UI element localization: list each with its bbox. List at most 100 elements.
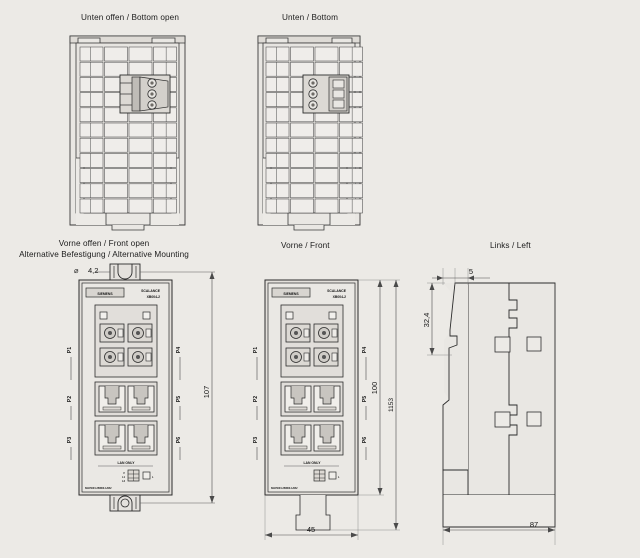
power-led-label-front-open: L	[152, 476, 154, 479]
vent-slot	[153, 153, 177, 168]
port-label-front-p5: P5	[362, 396, 368, 402]
rj45-port-p2	[98, 385, 126, 413]
fiber-port-front-p1b	[285, 347, 311, 367]
port-label-p4: P4	[176, 347, 182, 353]
dim-height-107: 107	[202, 386, 211, 399]
vent-slot	[339, 137, 363, 153]
vent-slot	[104, 168, 128, 183]
vent-slot	[128, 61, 153, 77]
vent-slot	[104, 61, 128, 77]
caption-front-open-line2: Alternative Befestigung / Alternative Mo…	[19, 250, 189, 259]
vent-slot	[153, 61, 177, 77]
fiber-port-p4a	[127, 323, 153, 343]
fiber-port-p1b	[99, 347, 125, 367]
fiber-port-p1a	[99, 323, 125, 343]
fiber-port-p4b	[127, 347, 153, 367]
view-bottom	[257, 35, 363, 231]
vent-slot	[104, 137, 128, 153]
mounting-bracket-top	[96, 263, 215, 281]
vent-slot	[314, 153, 339, 168]
vent-slot	[290, 153, 314, 168]
vent-slot	[265, 137, 290, 153]
vent-slot	[265, 168, 290, 183]
model-front-open: XB004-2	[147, 295, 160, 299]
vent-slot	[314, 198, 339, 214]
vent-slot	[104, 153, 128, 168]
rj45-port-p5	[127, 385, 155, 413]
dim-width-45: 45	[307, 525, 315, 534]
vent-slot	[290, 61, 314, 77]
view-bottom-open	[69, 35, 186, 231]
product-line-front: SCALANCE	[327, 289, 347, 293]
side-feature-square-3	[494, 411, 511, 428]
fiber-port-front-p4b	[313, 347, 339, 367]
fiber-port-front-p4a	[313, 323, 339, 343]
caption-front-open-line1: Vorne offen / Front open	[58, 239, 150, 248]
terminal-block-bottom	[302, 74, 350, 114]
port-label-front-p3: P3	[253, 437, 259, 443]
vent-slot	[290, 198, 314, 214]
vent-slot	[153, 168, 177, 183]
vent-slot	[339, 198, 363, 214]
rj45-port-p6	[127, 424, 155, 452]
vent-slot	[265, 46, 290, 62]
port-label-front-p2: P2	[253, 396, 259, 402]
vent-slot	[79, 107, 104, 123]
led-indicator-block-front: L	[313, 469, 340, 482]
caption-left: Links / Left	[490, 241, 531, 250]
vent-slot	[314, 168, 339, 183]
vent-slot	[290, 168, 314, 183]
vent-slot	[79, 46, 104, 62]
port-label-p3: P3	[67, 437, 73, 443]
mounting-bracket-bottom	[109, 494, 215, 512]
dim-height-100: 100	[370, 382, 379, 395]
vent-slot	[265, 77, 290, 92]
vent-slot	[339, 153, 363, 168]
vent-slot	[290, 46, 314, 62]
port-label-front-p6: P6	[362, 437, 368, 443]
vent-slot	[128, 153, 153, 168]
side-feature-square-4	[526, 411, 542, 427]
vent-slot	[153, 183, 177, 199]
side-feature-square-2	[526, 336, 542, 352]
vent-slot	[339, 168, 363, 183]
port-label-p2: P2	[67, 396, 73, 402]
view-front: SIEMENS SCALANCE XB004-2	[253, 279, 400, 540]
vent-slot	[79, 122, 104, 138]
brand-logo-front: SIEMENS	[283, 292, 299, 296]
led-label-l2: L2	[122, 480, 126, 483]
vent-slot	[79, 153, 104, 168]
brand-logo-front-open: SIEMENS	[97, 292, 113, 296]
port-label-p6: P6	[176, 437, 182, 443]
vent-slot	[290, 122, 314, 138]
lan-only-label-front: LAN ONLY	[303, 461, 321, 465]
article-number-front: 6GK5004-2BD00-1AB2	[271, 487, 298, 490]
port-label-p1: P1	[67, 347, 73, 353]
vent-slot	[265, 92, 290, 107]
vent-slot	[290, 137, 314, 153]
vent-slot	[128, 168, 153, 183]
caption-bottom-open: Unten offen / Bottom open	[81, 13, 179, 22]
vent-slot	[265, 107, 290, 123]
vent-slot	[104, 198, 128, 214]
vent-slot	[153, 122, 177, 138]
lan-only-label-front-open: LAN ONLY	[117, 461, 135, 465]
vent-slot	[265, 198, 290, 214]
vent-slot	[104, 46, 128, 62]
vent-slot	[339, 183, 363, 199]
vent-slot	[314, 46, 339, 62]
vent-slot	[314, 183, 339, 199]
dim-hole-diameter: 4,2	[88, 266, 98, 275]
dim-depth-87: 87	[530, 520, 538, 529]
vent-slot	[265, 61, 290, 77]
rj45-port-front-p2	[284, 385, 312, 413]
dim-offset-5: 5	[469, 267, 473, 276]
view-left: 5 32,4 87	[422, 267, 556, 545]
dim-hole-diameter-symbol: ⌀	[74, 266, 79, 275]
fiber-port-front-p1a	[285, 323, 311, 343]
vent-slot	[79, 61, 104, 77]
side-feature-square-1	[494, 336, 511, 353]
port-label-p5: P5	[176, 396, 182, 402]
led-label-f: F	[123, 472, 125, 475]
